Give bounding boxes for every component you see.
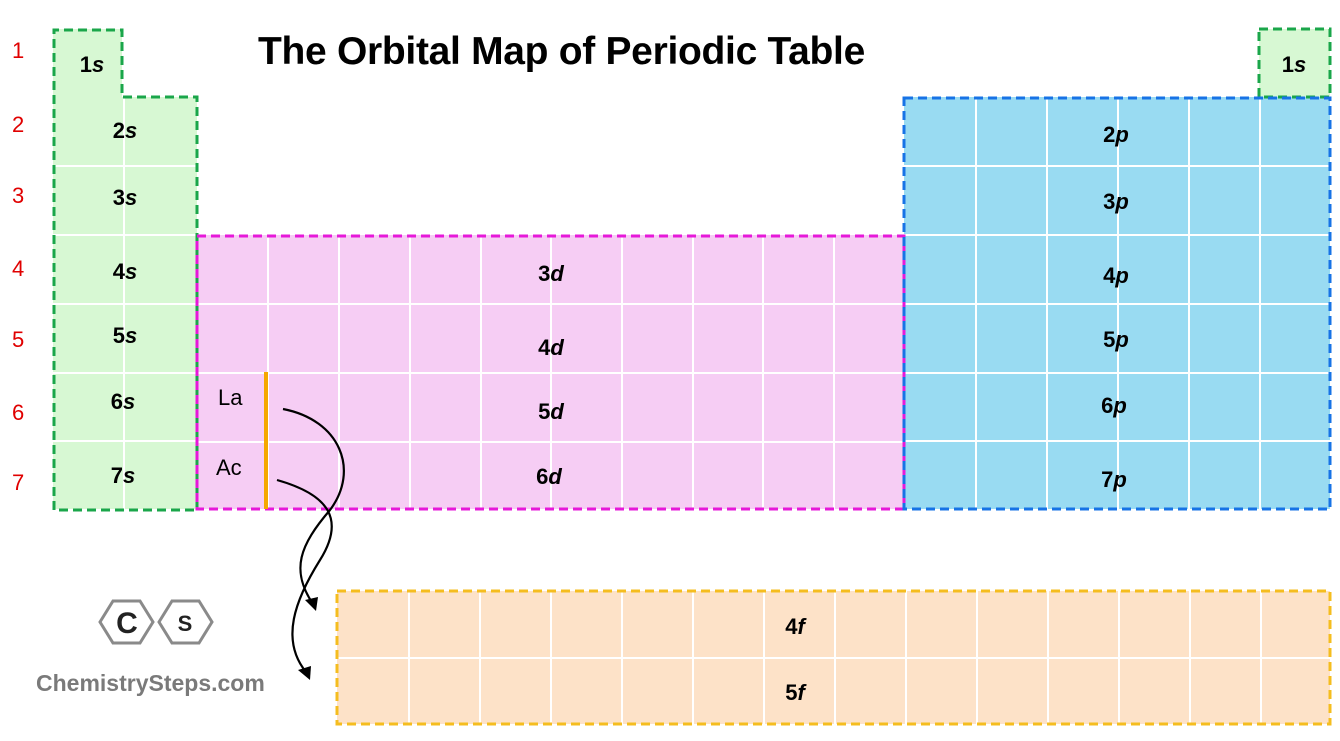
orbital-label-2s: 2s — [112, 118, 138, 143]
s-block-outline — [52, 28, 199, 512]
orbital-label-5s: 5s — [112, 323, 138, 348]
orbital-label-1s-left: 1s — [79, 52, 105, 77]
orbital-label-4s: 4s — [112, 259, 138, 284]
la-arrow — [282, 407, 345, 605]
period-label-1: 1 — [12, 38, 25, 63]
f-block-outline — [335, 589, 1332, 726]
f-block-cells — [337, 591, 1330, 724]
period-label-7: 7 — [12, 470, 25, 495]
p-block-outline — [902, 96, 1332, 511]
logo-hexagon-s — [157, 599, 214, 645]
period-label-4: 4 — [12, 256, 25, 281]
logo-letter-s: S — [178, 611, 193, 636]
orbital-label-3p: 3p — [1103, 189, 1129, 214]
la-arrow-head — [305, 597, 318, 611]
diagram-title: The Orbital Map of Periodic Table — [258, 30, 865, 73]
p-block-cells — [904, 97, 1330, 509]
orbital-label-2p: 2p — [1103, 122, 1129, 147]
s-block-1s-left-cell — [53, 29, 122, 97]
orbital-label-6p: 6p — [1101, 393, 1127, 418]
orbital-label-6d: 6d — [536, 464, 562, 489]
orbital-label-6s: 6s — [110, 389, 136, 414]
s-block-1s-right-cell — [1259, 29, 1330, 97]
orbital-label-3s: 3s — [112, 185, 138, 210]
period-label-3: 3 — [12, 183, 25, 208]
d-block-outline — [195, 234, 906, 511]
orbital-label-4f: 4f — [785, 614, 805, 639]
orbital-label-1s-right: 1s — [1281, 52, 1307, 77]
logo-hexagon-c — [98, 599, 155, 645]
orbital-label-5f: 5f — [785, 680, 805, 705]
logo-text: ChemistrySteps.com — [36, 670, 265, 696]
orbital-label-5d: 5d — [538, 399, 564, 424]
period-label-2: 2 — [12, 112, 25, 137]
s-block-right-outline — [1257, 27, 1332, 99]
orbital-label-7s: 7s — [110, 463, 136, 488]
orbital-label-7p: 7p — [1101, 467, 1127, 492]
orbital-label-4d: 4d — [538, 335, 564, 360]
s-block-cells — [53, 97, 197, 509]
orbital-label-3d: 3d — [538, 261, 564, 286]
element-ac: Ac — [216, 455, 242, 480]
period-label-6: 6 — [12, 400, 25, 425]
orbital-label-5p: 5p — [1103, 327, 1129, 352]
ac-arrow — [276, 478, 333, 673]
period-label-5: 5 — [12, 327, 25, 352]
ac-arrow-head — [298, 666, 311, 680]
orbital-label-4p: 4p — [1103, 263, 1129, 288]
element-la: La — [218, 385, 243, 410]
logo-letter-c: C — [116, 607, 138, 640]
